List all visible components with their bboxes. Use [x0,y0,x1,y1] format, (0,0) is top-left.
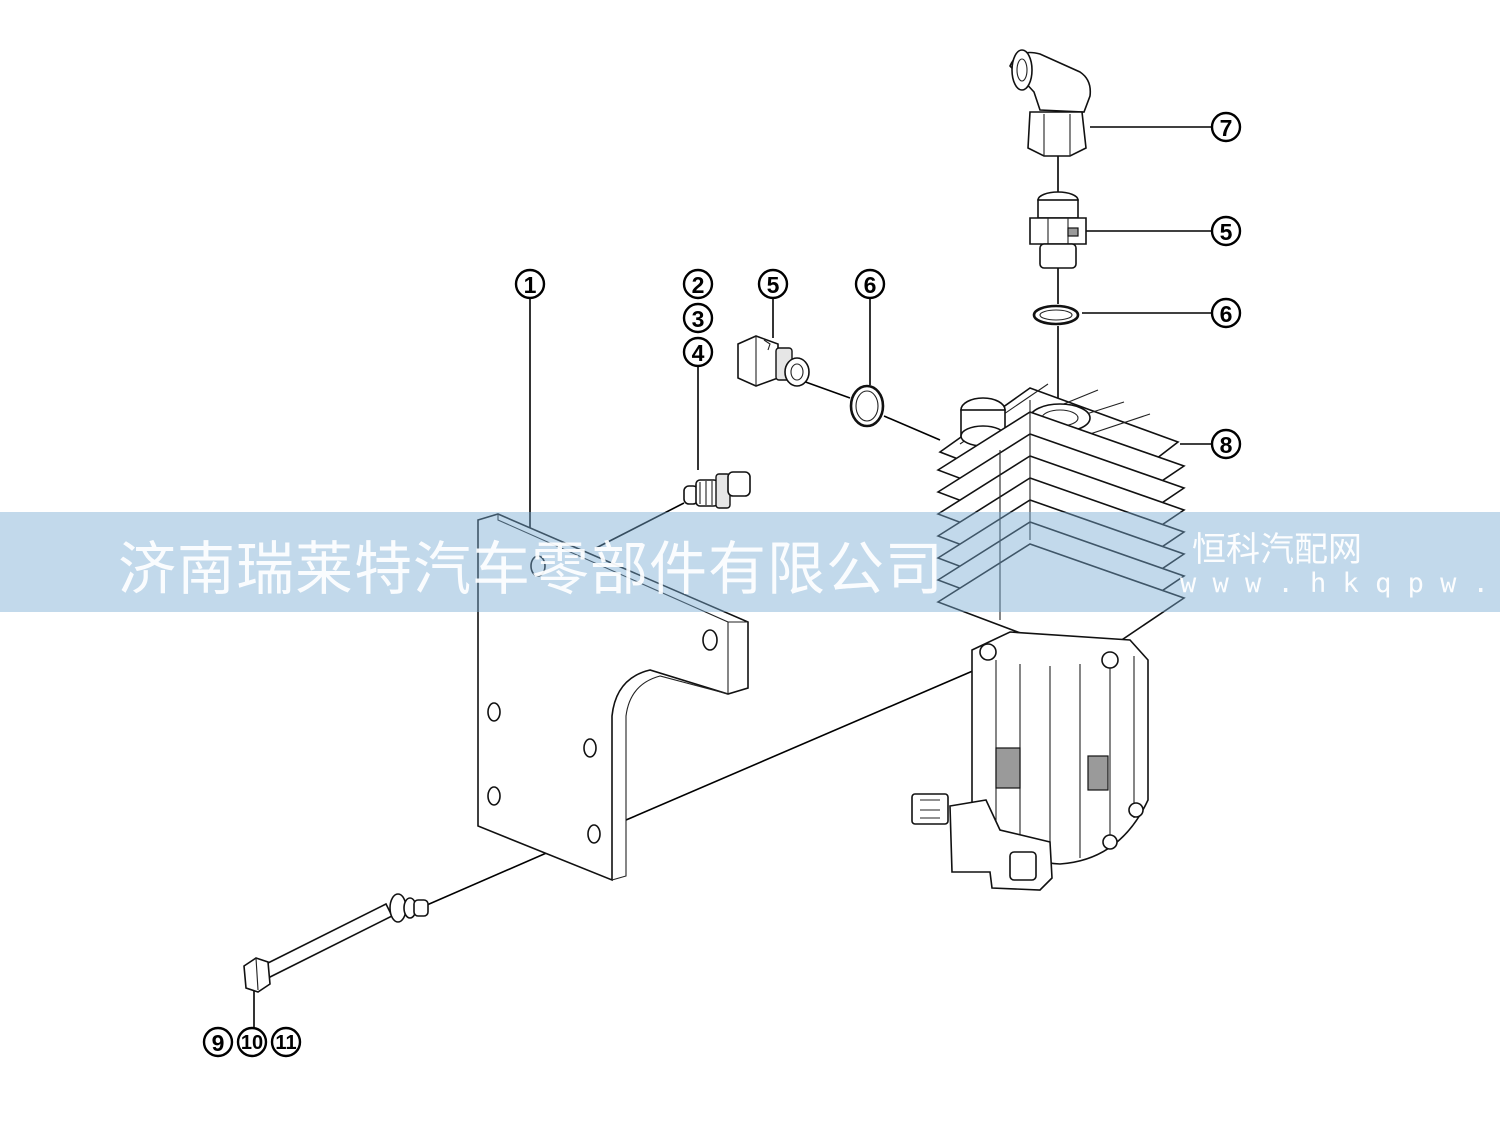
callout-8: 8 [1210,428,1242,460]
svg-text:3: 3 [692,306,705,332]
stud-with-nut [683,471,751,509]
callout-3: 3 [682,302,714,334]
svg-text:5: 5 [767,272,780,298]
svg-text:5: 5 [1220,219,1233,245]
long-bolt [243,893,429,993]
fitting-top [1029,191,1087,269]
fitting-left [737,335,810,387]
svg-text:8: 8 [1220,432,1233,458]
callout-2: 2 [682,268,714,300]
mounting-bracket [477,513,749,882]
callout-7: 7 [1210,111,1242,143]
callout-4: 4 [682,336,714,368]
svg-text:2: 2 [692,272,705,298]
svg-text:7: 7 [1220,115,1233,141]
svg-text:6: 6 [1220,301,1233,327]
callout-9: 9 [202,1026,234,1058]
leader-lines [253,126,1212,1030]
o-ring-top [1032,304,1080,326]
callout-5-left: 5 [757,268,789,300]
callout-1: 1 [514,268,546,300]
callout-6-top: 6 [1210,297,1242,329]
callout-10: 10 [236,1026,268,1058]
callout-5-top: 5 [1210,215,1242,247]
svg-text:9: 9 [212,1030,225,1056]
svg-text:10: 10 [241,1032,263,1054]
watermark-url: w w w . h k q p w . c n [1180,568,1500,599]
watermark-company-name: 济南瑞莱特汽车零部件有限公司 [118,535,945,603]
svg-text:6: 6 [864,272,877,298]
svg-text:4: 4 [692,340,705,366]
watermark-banner: 济南瑞莱特汽车零部件有限公司 恒科汽配网 w w w . h k q p w .… [0,512,1500,612]
air-dryer-unit [911,383,1186,891]
callout-11: 11 [270,1026,302,1058]
svg-text:1: 1 [524,272,537,298]
callout-6-left: 6 [854,268,886,300]
svg-text:11: 11 [275,1032,296,1054]
watermark-brand: 恒科汽配网 [1192,530,1362,570]
elbow-fitting [1009,49,1092,157]
o-ring-left [849,384,885,428]
